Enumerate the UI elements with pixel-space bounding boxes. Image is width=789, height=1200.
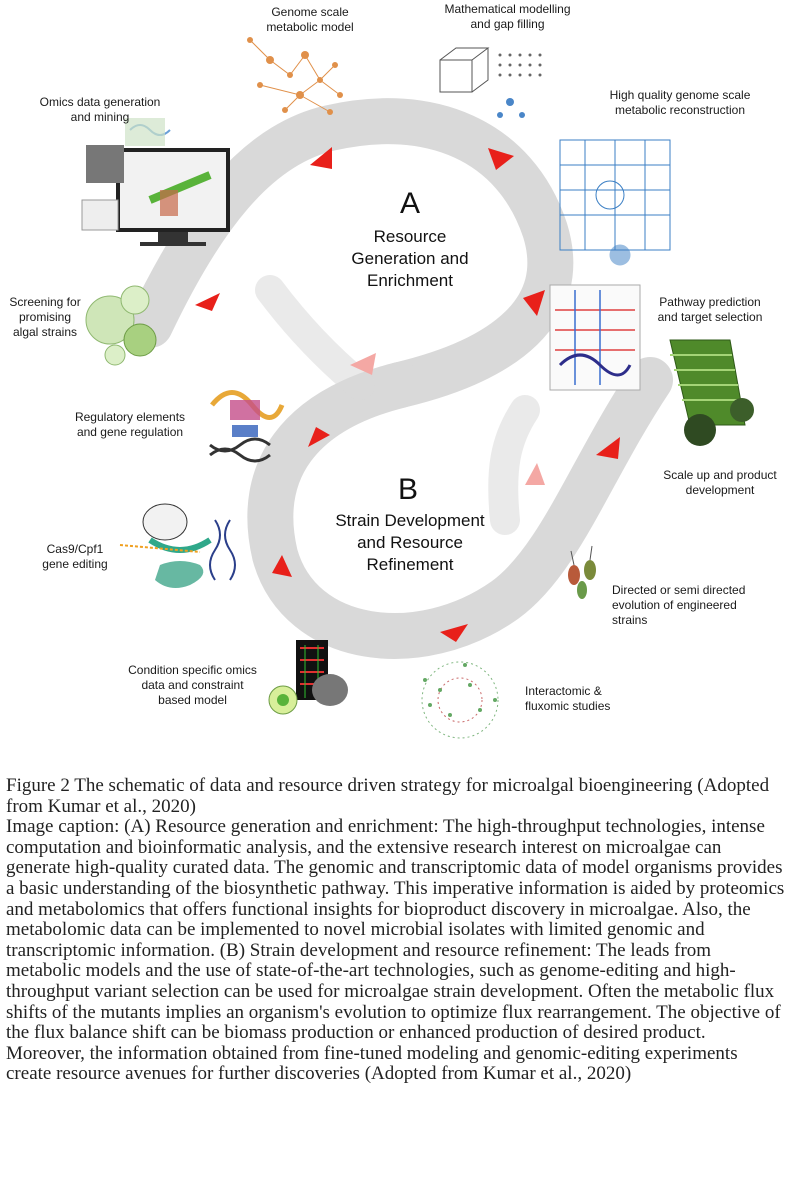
arrow-up-left	[310, 147, 332, 169]
arrow-right-down	[523, 290, 545, 316]
arrow-screening	[195, 293, 220, 311]
label-cas9: Cas9/Cpf1 gene editing	[42, 542, 108, 571]
label-regulatory-elements: Regulatory elements and gene regulation	[74, 410, 186, 439]
diagram-graphics	[81, 37, 754, 739]
arrow-top	[488, 148, 514, 170]
genome-model-network-icon	[247, 37, 343, 115]
label-directed-evolution: Directed or semi directed evolution of e…	[612, 583, 746, 627]
label-interactomic: Interactomic & fluxomic studies	[525, 684, 611, 713]
label-screening: Screening for promising algal strains	[9, 295, 81, 339]
faded-arrows	[350, 353, 545, 485]
section-b-title: Strain Development and Resource Refineme…	[335, 511, 485, 574]
rising-band	[488, 395, 540, 535]
label-pathway-prediction: Pathway prediction and target selection	[657, 295, 763, 324]
condition-omics-icon	[268, 640, 348, 715]
flow-arrows	[195, 147, 620, 642]
label-genome-scale-model: Genome scale metabolic model	[266, 5, 354, 34]
gene-regulation-icon	[209, 390, 285, 463]
algal-strains-icon	[85, 285, 157, 366]
lower-loop-band	[247, 357, 673, 659]
caption-figure-title: Figure 2 The schematic of data and resou…	[6, 775, 770, 817]
label-condition-specific: Condition specific omics data and constr…	[128, 663, 257, 707]
reconstruction-map-icon	[559, 139, 671, 266]
interactome-network-icon	[421, 661, 499, 739]
omics-monitor-icon	[81, 118, 230, 246]
label-math-modelling: Mathematical modelling and gap filling	[444, 2, 571, 31]
section-a-letter: A	[399, 187, 420, 220]
label-omics-data: Omics data generation and mining	[39, 95, 161, 124]
section-b-letter: B	[397, 473, 418, 506]
section-a-title: Resource Generation and Enrichment	[351, 227, 469, 290]
directed-evolution-icon	[568, 545, 596, 599]
label-scale-up: Scale up and product development	[663, 468, 777, 497]
arrow-scale-up	[596, 437, 620, 459]
inner-curl-band	[255, 275, 375, 400]
figure-caption: Figure 2 The schematic of data and resou…	[6, 775, 786, 1085]
workflow-diagram: A Resource Generation and Enrichment B S…	[9, 2, 777, 739]
arrow-faded-lower	[525, 463, 545, 485]
arrow-down-left	[272, 555, 292, 577]
caption-body: Image caption: (A) Resource generation a…	[6, 816, 785, 1085]
arrow-bottom	[440, 624, 468, 642]
label-high-quality-reconstruction: High quality genome scale metabolic reco…	[609, 88, 751, 117]
photobioreactor-icon	[669, 339, 754, 446]
s-band	[127, 98, 673, 659]
arrow-regulatory	[308, 427, 330, 447]
modelling-grid-icon	[439, 47, 542, 118]
upper-loop-band	[127, 98, 574, 408]
pathway-chart-icon	[549, 284, 641, 391]
arrow-faded-upper	[350, 353, 376, 375]
gene-editing-icon	[119, 503, 236, 589]
